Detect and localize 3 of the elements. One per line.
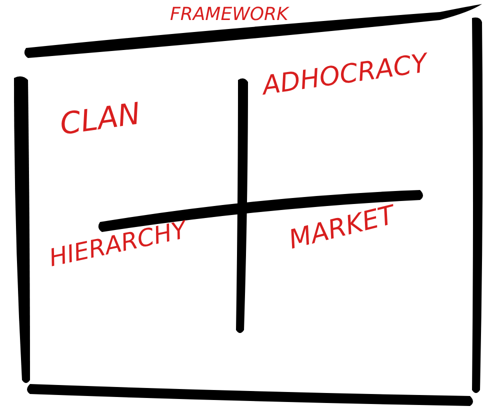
quadrant-label: ADHOCRACY [261, 50, 429, 100]
quadrant-label: CLAN [58, 100, 142, 140]
title: FRAMEWORK [170, 6, 288, 24]
